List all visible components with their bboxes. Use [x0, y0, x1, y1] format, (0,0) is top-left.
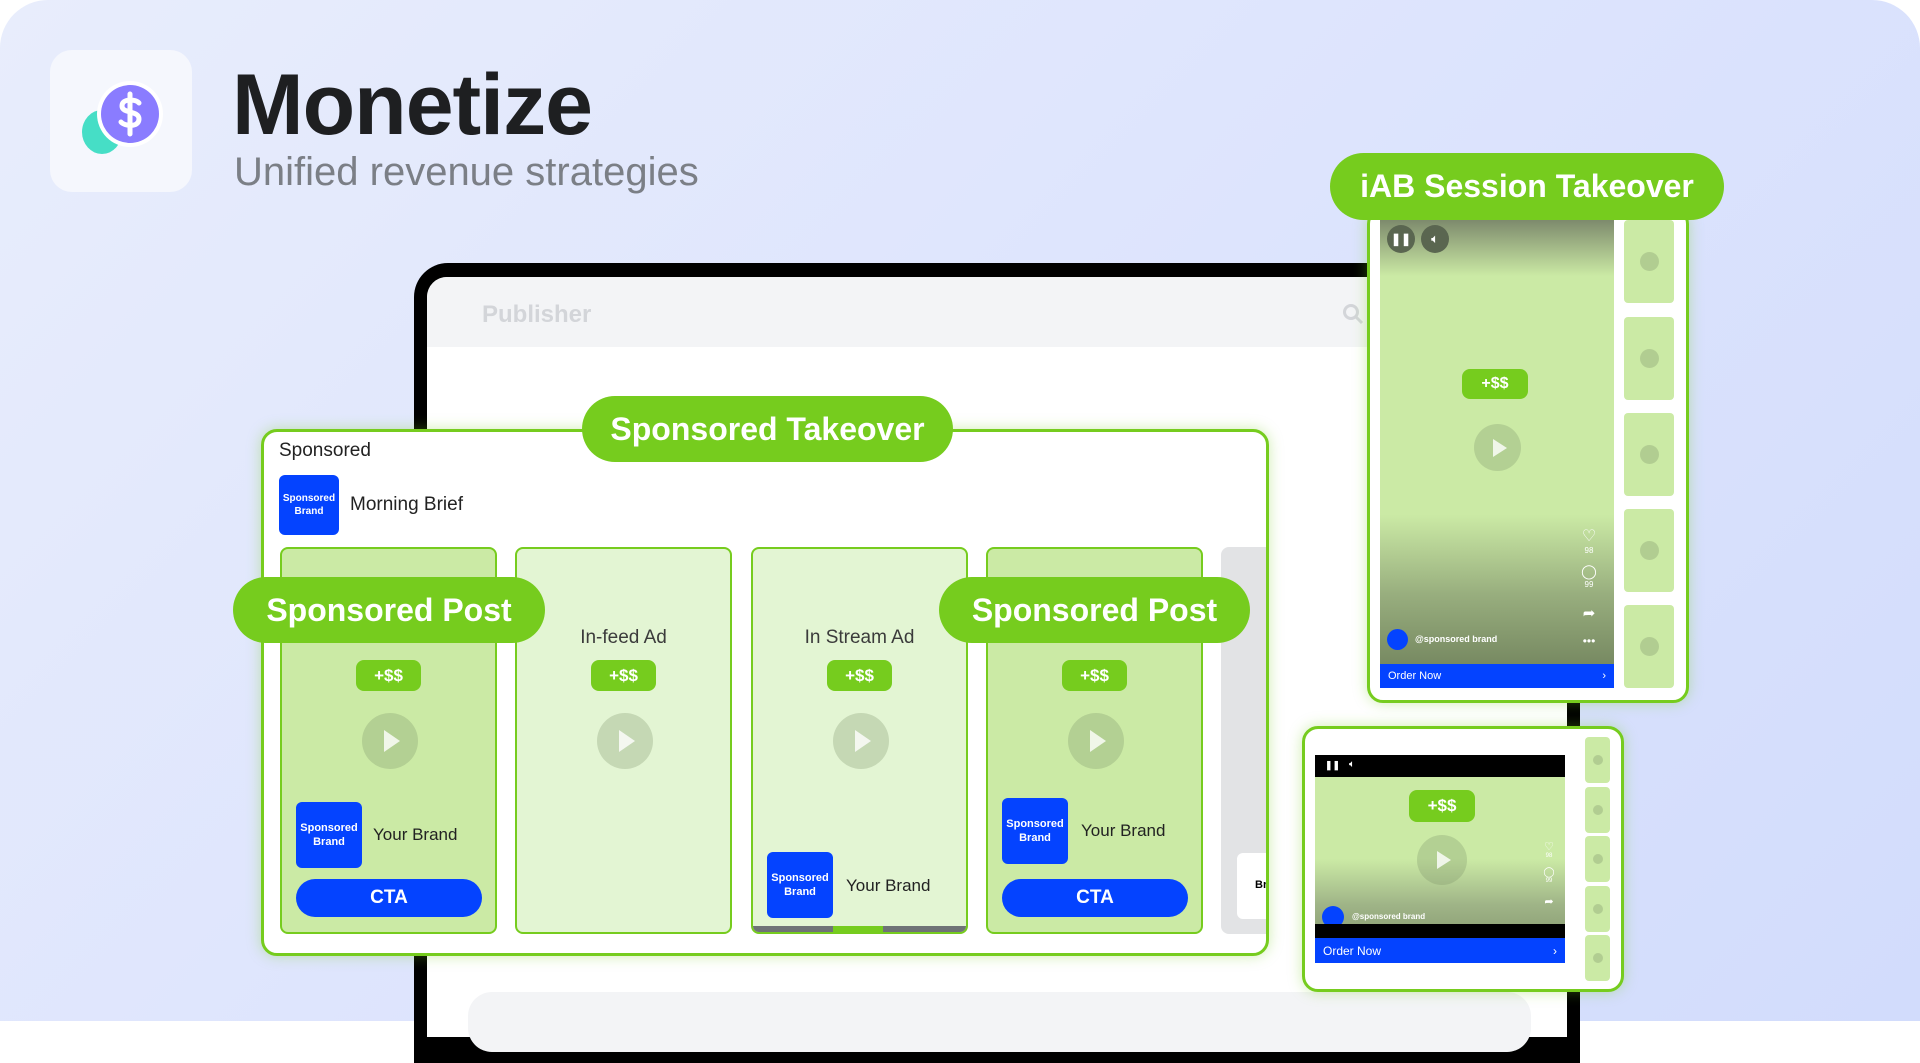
page-subtitle: Unified revenue strategies [234, 150, 699, 194]
ad-column-in-feed[interactable]: In-feed Ad +$$ [515, 547, 732, 934]
player-controls-bar: ❚❚ 🔈︎ [1315, 755, 1565, 777]
video-thumbnail[interactable] [1585, 886, 1610, 932]
pause-icon[interactable]: ❚❚ [1387, 225, 1415, 253]
chevron-right-icon: › [1602, 670, 1606, 682]
play-icon [1639, 445, 1659, 464]
like-count: 98 [1584, 546, 1594, 555]
volume-icon[interactable]: 🔈︎ [1421, 225, 1449, 253]
video-thumbnail[interactable] [1624, 605, 1674, 688]
revenue-badge: +$$ [1409, 790, 1475, 822]
play-icon[interactable] [1417, 835, 1467, 885]
column-title: In Stream Ad [804, 627, 915, 648]
brand-handle: @sponsored brand [1352, 912, 1426, 921]
brand-name: Morning Brief [350, 494, 463, 515]
progress-bar [753, 926, 966, 932]
play-icon [1592, 953, 1603, 963]
order-now-button[interactable]: Order Now › [1315, 938, 1565, 963]
play-icon[interactable] [1068, 713, 1124, 769]
content-placeholder [468, 992, 1531, 1052]
play-icon[interactable] [362, 713, 418, 769]
app-logo [50, 50, 192, 192]
video-thumbnail[interactable] [1624, 413, 1674, 496]
play-icon [1592, 854, 1603, 864]
share-icon[interactable]: ➦ [1544, 896, 1554, 908]
play-icon [1592, 904, 1603, 914]
play-icon [1639, 349, 1659, 368]
play-icon [1639, 541, 1659, 560]
video-thumbnail[interactable] [1585, 787, 1610, 833]
play-icon [1592, 755, 1603, 765]
comment-count: 99 [1545, 878, 1553, 884]
play-icon[interactable] [1474, 424, 1521, 471]
cta-button[interactable]: CTA [296, 879, 482, 917]
chevron-right-icon: › [1553, 943, 1557, 958]
video-player[interactable]: ❚❚ 🔈︎ +$$ ♡98 ◯99 ➦ ••• @sponsored brand… [1380, 220, 1614, 688]
video-thumbnail[interactable] [1624, 317, 1674, 400]
play-icon[interactable] [833, 713, 889, 769]
brand-logo: Sponsored Brand [296, 802, 362, 868]
play-icon [1639, 637, 1659, 656]
video-thumbnail[interactable] [1624, 509, 1674, 592]
play-icon [1639, 252, 1659, 271]
revenue-badge: +$$ [356, 660, 421, 691]
sponsored-post-label-left: Sponsored Post [233, 577, 545, 643]
sponsored-post-label-right: Sponsored Post [939, 577, 1250, 643]
comment-icon[interactable]: ◯99 [1543, 867, 1555, 884]
column-title: In-feed Ad [580, 627, 667, 648]
video-player[interactable]: ❚❚ 🔈︎ +$$ ♡98 ◯99 ➦ @sponsored brand Ord… [1315, 755, 1565, 963]
brand-name: Your Brand [373, 825, 458, 844]
search-icon[interactable] [1342, 303, 1364, 325]
revenue-badge: +$$ [591, 660, 656, 691]
partial-text: Br [1237, 853, 1266, 919]
revenue-badge: +$$ [827, 660, 892, 691]
video-thumbnail[interactable] [1585, 737, 1610, 783]
more-icon[interactable]: ••• [1582, 634, 1596, 648]
like-count: 98 [1545, 853, 1553, 859]
sponsored-takeover-label: Sponsored Takeover [582, 396, 953, 462]
brand-logo: Sponsored Brand [767, 852, 833, 918]
order-now-button[interactable]: Order Now › [1380, 664, 1614, 688]
ad-column-in-stream[interactable]: In Stream Ad +$$ Sponsored Brand Your Br… [751, 547, 968, 934]
revenue-badge: +$$ [1062, 660, 1127, 691]
play-icon [1592, 805, 1603, 815]
like-icon[interactable]: ♡98 [1581, 528, 1597, 555]
avatar [1387, 629, 1408, 650]
share-icon[interactable]: ➦ [1582, 605, 1596, 622]
page-title: Monetize [232, 57, 593, 153]
brand-handle: @sponsored brand [1415, 634, 1498, 644]
brand-logo: Sponsored Brand [279, 475, 339, 535]
play-icon[interactable] [597, 713, 653, 769]
like-icon[interactable]: ♡98 [1544, 841, 1554, 859]
revenue-badge: +$$ [1462, 369, 1528, 399]
cta-button[interactable]: CTA [1002, 879, 1188, 917]
avatar [1322, 906, 1344, 928]
publisher-title: Publisher [482, 301, 592, 328]
volume-icon[interactable]: 🔈︎ [1349, 759, 1355, 770]
brand-name: Your Brand [846, 876, 931, 895]
order-now-label: Order Now [1323, 943, 1382, 958]
comment-count: 99 [1584, 580, 1594, 589]
iab-session-takeover-label: iAB Session Takeover [1330, 153, 1724, 220]
pause-icon[interactable]: ❚❚ [1325, 760, 1341, 770]
brand-logo: Sponsored Brand [1002, 798, 1068, 864]
video-thumbnail[interactable] [1585, 935, 1610, 981]
sponsored-label: Sponsored [279, 440, 371, 461]
order-now-label: Order Now [1388, 670, 1442, 682]
video-thumbnail[interactable] [1585, 836, 1610, 882]
dollar-coin-icon [82, 81, 163, 154]
brand-name: Your Brand [1081, 821, 1166, 840]
player-bottom-bar [1315, 924, 1565, 938]
comment-icon[interactable]: ◯99 [1581, 563, 1597, 589]
video-thumbnail[interactable] [1624, 220, 1674, 303]
